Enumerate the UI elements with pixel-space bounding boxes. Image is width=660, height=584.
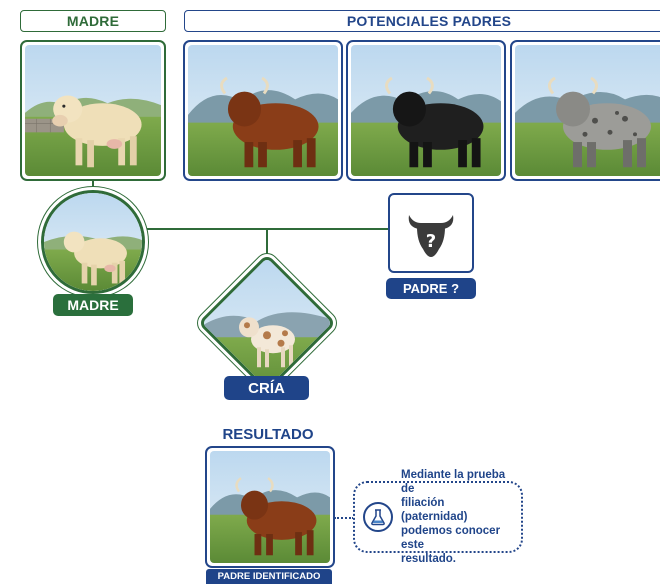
father-photo-black — [346, 40, 506, 181]
calf-connector — [266, 228, 268, 256]
note-text: Mediante la prueba de filiación (paterni… — [401, 468, 511, 566]
identified-father-photo — [205, 446, 335, 568]
mother-node — [41, 190, 145, 294]
result-connector — [334, 517, 354, 519]
note-line-3: podemos conocer este — [401, 525, 501, 551]
result-title: RESULTADO — [222, 426, 314, 443]
father-photo-brown — [183, 40, 343, 181]
note-line-4: resultado. — [401, 553, 456, 565]
identified-father-badge: PADRE IDENTIFICADO — [206, 569, 332, 584]
bull-question-icon: ? — [408, 215, 454, 257]
mother-photo-connector — [92, 181, 94, 191]
calf-label: CRÍA — [224, 376, 309, 400]
mother-header: MADRE — [20, 10, 166, 32]
father-photo-grey — [510, 40, 660, 181]
calf-node — [197, 253, 337, 393]
lab-flask-icon — [363, 502, 393, 532]
note-line-2: filiación (paternidad) — [401, 497, 468, 523]
mother-photo — [20, 40, 166, 181]
svg-text:?: ? — [426, 231, 436, 252]
note-line-1: Mediante la prueba de — [401, 469, 506, 495]
unknown-father-label: PADRE ? — [386, 278, 476, 299]
unknown-father-node: ? — [388, 193, 474, 273]
paternity-test-note: Mediante la prueba de filiación (paterni… — [353, 469, 523, 565]
mother-label: MADRE — [53, 294, 133, 316]
fathers-header: POTENCIALES PADRES — [184, 10, 660, 32]
